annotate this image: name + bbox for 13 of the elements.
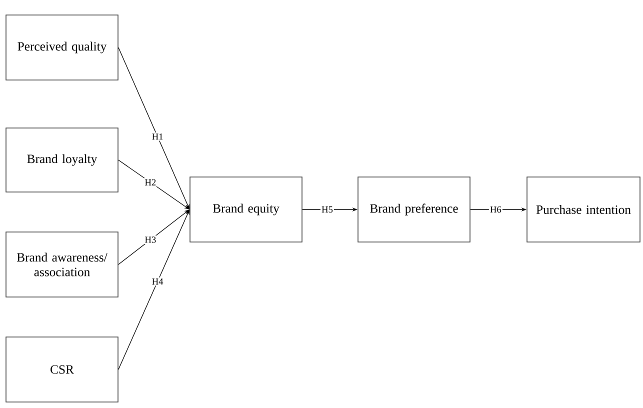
edge-label: H6 — [488, 205, 502, 214]
concept-box: Purchase intention — [526, 176, 640, 242]
edge-label: H2 — [144, 178, 158, 186]
concept-box: Perceived quality — [6, 14, 118, 80]
edge-label: H1 — [150, 132, 164, 141]
concept-box: Brand loyalty — [6, 128, 118, 192]
edge-label: H3 — [144, 236, 158, 244]
concept-box: CSR — [6, 336, 118, 402]
concept-box: Brand equity — [190, 176, 302, 242]
concept-box: Brand awareness/ association — [6, 232, 118, 298]
concept-box: Brand preference — [358, 176, 470, 242]
edge-label: H5 — [320, 205, 334, 214]
edge-label: H4 — [150, 277, 164, 286]
